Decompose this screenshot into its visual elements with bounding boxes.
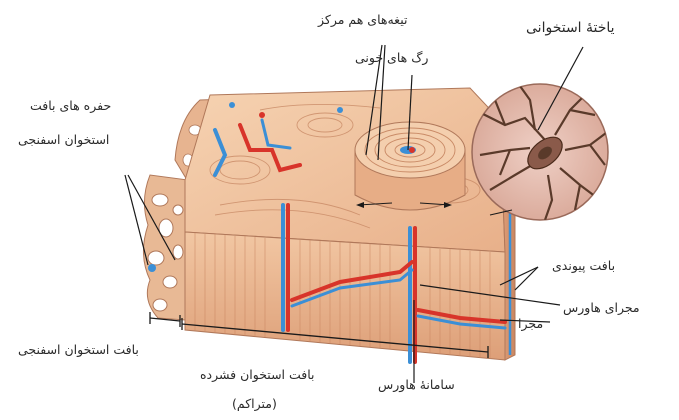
label-canal: مجرا [518, 316, 543, 332]
label-osteocyte: یاختهٔ استخوانی [526, 20, 615, 38]
haversian-cylinder [355, 122, 465, 210]
label-spongy-bone: بافت استخوان اسفنجی [18, 342, 139, 358]
label-haversian-system: سامانهٔ هاورس [378, 377, 455, 393]
label-compact-bone-1: بافت استخوان فشرده [200, 367, 315, 383]
label-connective-tissue: بافت پیوندی [552, 258, 615, 274]
label-lamellae: تیغه‌های هم مرکز [318, 12, 407, 28]
bone-front-face [185, 232, 505, 360]
label-spongy-cavities-1: حفره های بافت [30, 98, 111, 114]
label-spongy-cavities-2: استخوان اسفنجی [18, 132, 109, 148]
label-compact-bone-2: (متراکم) [232, 396, 277, 412]
osteocyte-magnified [472, 84, 610, 220]
label-blood-vessels: رگ های خونی [355, 50, 428, 66]
label-haversian-canal: مجرای هاورس [563, 300, 640, 316]
